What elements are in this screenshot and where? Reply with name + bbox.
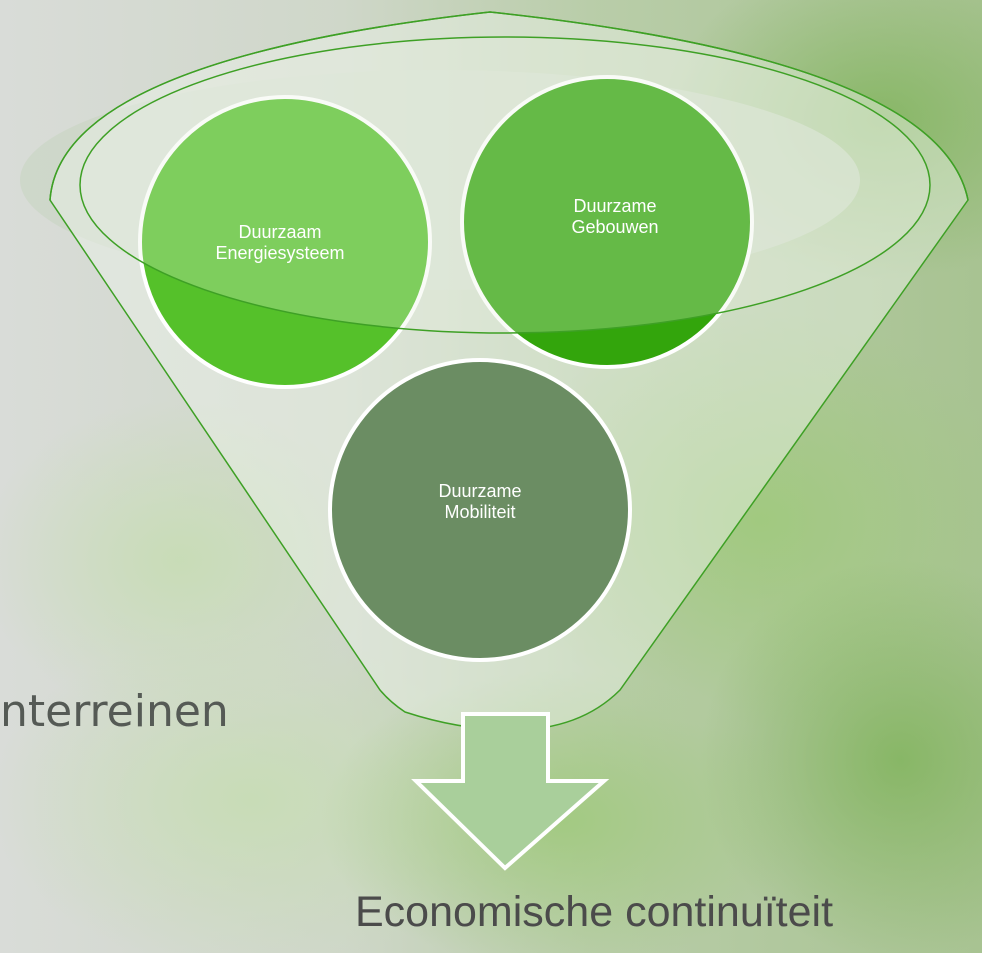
funnel-rim-outer <box>49 11 969 201</box>
down-arrow-icon <box>411 712 610 871</box>
label-line: Gebouwen <box>571 217 659 237</box>
label-line: Energiesysteem <box>215 243 345 263</box>
funnel-rim-inner <box>79 36 931 334</box>
label-duurzame-gebouwen: Duurzame Gebouwen <box>505 196 725 238</box>
circle-energie <box>138 95 432 389</box>
label-duurzame-mobiliteit: Duurzame Mobiliteit <box>370 481 590 523</box>
label-line: Mobiliteit <box>444 502 516 522</box>
outcome-label: Economische continuïteit <box>355 888 834 936</box>
label-line: Duurzame <box>573 196 657 216</box>
label-duurzaam-energiesysteem: Duurzaam Energiesysteem <box>170 222 390 264</box>
label-line: Duurzame <box>438 481 522 501</box>
circle-mobiliteit <box>328 358 632 662</box>
background-text: nterreinen <box>0 686 229 737</box>
label-line: Duurzaam <box>238 222 322 242</box>
circle-gebouwen <box>460 75 754 369</box>
